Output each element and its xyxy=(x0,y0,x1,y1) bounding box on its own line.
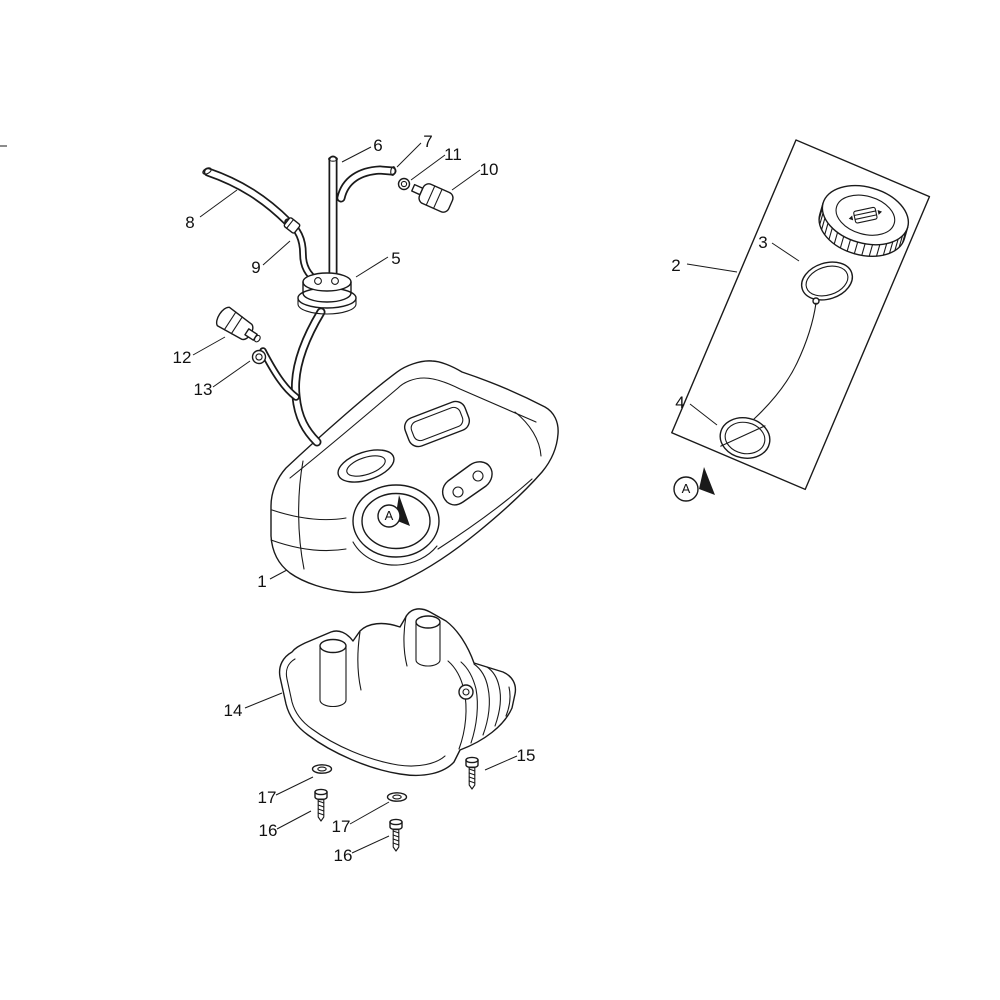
view-marker-a-detail: A xyxy=(673,467,715,502)
part-label-11: 11 xyxy=(444,145,462,164)
washer-17-right xyxy=(386,792,408,802)
part-label-7: 7 xyxy=(423,132,432,151)
fuel-strainer-10 xyxy=(411,183,454,213)
view-marker-letter: A xyxy=(682,481,691,496)
guard-boss-right xyxy=(415,615,441,667)
grommet-5 xyxy=(297,272,357,315)
fuel-cap-drawing xyxy=(818,184,910,257)
leader-lines xyxy=(192,142,800,854)
view-marker-letter: A xyxy=(385,508,394,523)
part-label-16-right: 16 xyxy=(334,846,353,865)
fuel-lines-drawing xyxy=(202,155,454,447)
tank-guard-drawing xyxy=(278,608,517,777)
part-label-16-left: 16 xyxy=(259,821,278,840)
view-arrow-icon xyxy=(699,467,715,495)
tank-top-recess xyxy=(403,400,471,448)
screw-16-left xyxy=(314,788,328,822)
part-label-10: 10 xyxy=(480,160,499,179)
part-label-17-left: 17 xyxy=(258,788,277,807)
part-label-2: 2 xyxy=(671,256,680,275)
screw-15 xyxy=(465,756,479,790)
detail-box-frame xyxy=(671,139,931,491)
cap-vent-detail xyxy=(848,206,883,224)
clip-13 xyxy=(251,349,267,365)
washer-17-left xyxy=(311,764,333,774)
part-label-15: 15 xyxy=(517,746,536,765)
fuel-tank-drawing: A xyxy=(270,360,559,594)
fuel-filter-12 xyxy=(215,306,261,343)
clip-11 xyxy=(397,177,411,191)
tank-boss xyxy=(337,449,395,483)
cap-assembly-detail-box: A xyxy=(671,139,931,502)
cap-o-ring-3 xyxy=(800,261,854,301)
part-label-17-right: 17 xyxy=(332,817,351,836)
part-label-14: 14 xyxy=(224,701,243,720)
tank-bracket xyxy=(441,461,493,506)
guard-boss-left xyxy=(319,638,347,708)
elbow-fitting-9 xyxy=(283,217,301,234)
part-label-12: 12 xyxy=(173,348,192,367)
view-marker-a-tank: A xyxy=(377,495,410,528)
part-label-5: 5 xyxy=(391,249,400,268)
part-label-6: 6 xyxy=(373,136,382,155)
part-label-9: 9 xyxy=(251,258,260,277)
tether-cord xyxy=(753,302,817,420)
part-label-4: 4 xyxy=(675,393,684,412)
retainer-loop-4 xyxy=(719,417,771,459)
callouts: 1 2 3 4 5 6 7 8 9 10 11 12 13 14 15 16 1… xyxy=(173,132,768,865)
part-label-3: 3 xyxy=(758,233,767,252)
part-label-8: 8 xyxy=(185,213,194,232)
part-label-1: 1 xyxy=(257,572,266,591)
screw-16-right xyxy=(389,818,403,852)
part-label-13: 13 xyxy=(194,380,213,399)
